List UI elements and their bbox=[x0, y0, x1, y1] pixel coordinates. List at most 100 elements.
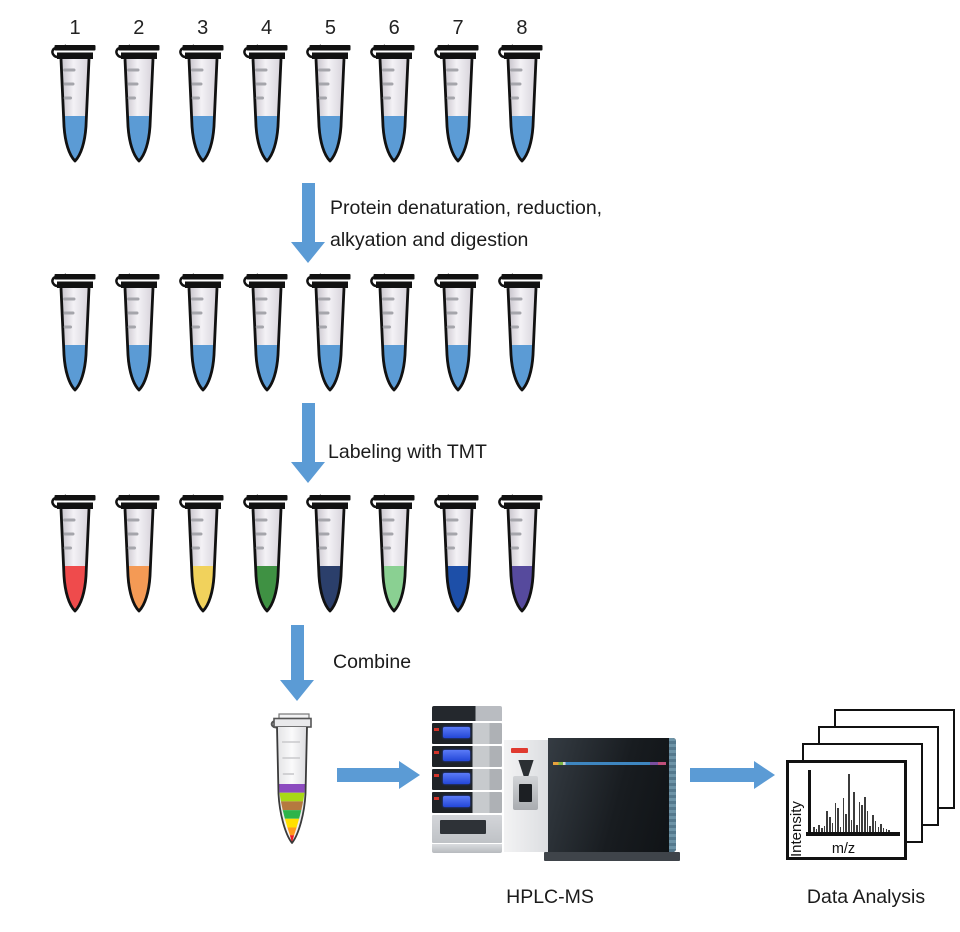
arrow-shaft bbox=[301, 403, 315, 462]
tube-icon bbox=[242, 273, 288, 392]
microcentrifuge-tube bbox=[242, 271, 292, 393]
spectrum-bar bbox=[866, 810, 869, 832]
spectrum-bar bbox=[850, 819, 853, 832]
tube-icon bbox=[242, 494, 288, 613]
step-label-digestion-line1: Protein denaturation, reduction, bbox=[330, 197, 603, 219]
tube-number-label: 2 bbox=[133, 17, 145, 39]
combined-tube-band bbox=[287, 827, 297, 836]
microcentrifuge-tube: 2 bbox=[114, 16, 164, 164]
tube-icon bbox=[115, 44, 160, 163]
microcentrifuge-tube bbox=[433, 492, 483, 614]
tube-icon bbox=[178, 494, 224, 613]
spectrum-bar bbox=[861, 804, 863, 832]
hplc-module bbox=[432, 746, 502, 767]
mass-spectrum-chart: Intensity m/z bbox=[788, 763, 904, 857]
spectrum-bar bbox=[813, 827, 815, 832]
microcentrifuge-tube: 5 bbox=[305, 16, 355, 164]
microcentrifuge-tube bbox=[433, 271, 483, 393]
spectrum-bar bbox=[845, 813, 847, 832]
spectrum-bar bbox=[880, 824, 882, 832]
hplc-ms-instrument-image bbox=[428, 700, 686, 866]
arrow-shaft bbox=[337, 768, 399, 782]
hplc-module-top bbox=[432, 706, 502, 721]
microcentrifuge-tube bbox=[178, 492, 228, 614]
combined-tube-band bbox=[278, 784, 306, 793]
hplc-module bbox=[432, 769, 502, 790]
mass-spectrometer-body bbox=[548, 738, 676, 852]
arrow-head bbox=[399, 761, 420, 789]
tube-row-digested bbox=[50, 271, 547, 393]
step-label-combine: Combine bbox=[333, 651, 412, 673]
spectrum-bar bbox=[877, 827, 880, 832]
microcentrifuge-tube: 7 bbox=[433, 16, 483, 164]
combined-tube-band bbox=[282, 810, 302, 819]
tube-icon bbox=[51, 44, 96, 163]
hplc-base bbox=[432, 844, 502, 853]
spectrum-bar bbox=[869, 825, 872, 832]
tube-icon bbox=[115, 273, 160, 392]
tube-icon bbox=[306, 44, 351, 163]
arrow-head bbox=[754, 761, 775, 789]
tube-icon bbox=[178, 273, 224, 392]
tube-icon bbox=[434, 494, 479, 613]
tube-icon bbox=[51, 494, 96, 613]
ms-front-wall bbox=[504, 740, 548, 852]
spectrum-bar bbox=[829, 816, 831, 832]
tube-number-label: 1 bbox=[69, 17, 81, 39]
microcentrifuge-tube: 8 bbox=[497, 16, 547, 164]
microcentrifuge-tube bbox=[242, 492, 292, 614]
spectrum-bar bbox=[831, 822, 834, 832]
tube-number-label: 6 bbox=[388, 17, 400, 39]
hplc-module bbox=[432, 792, 502, 813]
tube-number-label: 8 bbox=[516, 17, 528, 39]
instrument-bench bbox=[544, 852, 680, 861]
tube-row-samples: 1 2 3 bbox=[50, 16, 547, 164]
tube-number-label: 4 bbox=[260, 17, 273, 39]
tube-number-label: 3 bbox=[197, 17, 209, 39]
spectrum-bar bbox=[885, 828, 888, 832]
hplc-ms-label: HPLC-MS bbox=[506, 886, 594, 908]
thermo-logo-dot bbox=[434, 797, 439, 800]
hplc-module bbox=[432, 723, 502, 744]
tube-icon bbox=[370, 494, 415, 613]
spectrum-bar bbox=[842, 798, 845, 832]
thermo-logo-dot bbox=[434, 774, 439, 777]
spectrum-y-axis bbox=[808, 770, 811, 834]
tube-number-label: 5 bbox=[324, 17, 336, 39]
down-arrow-icon-digestion bbox=[291, 183, 325, 263]
arrow-head bbox=[291, 462, 325, 483]
spectrum-bar bbox=[815, 828, 818, 832]
microcentrifuge-tube: 3 bbox=[178, 16, 228, 164]
arrow-shaft bbox=[301, 183, 315, 242]
autosampler-slot bbox=[440, 820, 486, 834]
spectrum-bar bbox=[837, 807, 839, 832]
combined-tube-band bbox=[289, 835, 295, 843]
spectrum-bar bbox=[847, 774, 850, 832]
thermo-logo-dot bbox=[434, 728, 439, 731]
spectrum-x-axis bbox=[806, 832, 900, 836]
combined-tube-band bbox=[279, 792, 305, 802]
spectrum-bar bbox=[823, 825, 826, 832]
spectrum-bar bbox=[864, 796, 866, 832]
spectrum-bar bbox=[872, 814, 874, 832]
tube-icon bbox=[178, 44, 224, 163]
combined-tube-band bbox=[280, 801, 304, 811]
spectrum-bar bbox=[874, 821, 877, 832]
microcentrifuge-tube: 4 bbox=[242, 16, 292, 164]
hplc-stack bbox=[432, 706, 502, 853]
combined-tube-band bbox=[284, 818, 300, 828]
tube-icon bbox=[115, 494, 160, 613]
ms-color-stripe bbox=[553, 762, 666, 765]
ms-right-edge bbox=[669, 738, 676, 852]
tube-icon bbox=[51, 273, 96, 392]
ion-source-housing bbox=[513, 776, 538, 810]
combined-tube-bands bbox=[278, 784, 306, 843]
spectrum-bar bbox=[826, 810, 829, 832]
tube-icon bbox=[434, 273, 479, 392]
spectrum-x-axis-label: m/z bbox=[831, 841, 856, 857]
tube-icon bbox=[498, 273, 543, 392]
arrow-head bbox=[291, 242, 325, 263]
hplc-display-screen bbox=[443, 750, 470, 761]
tube-icon bbox=[498, 494, 543, 613]
step-label-digestion: Protein denaturation, reduction, alkyati… bbox=[330, 192, 602, 256]
